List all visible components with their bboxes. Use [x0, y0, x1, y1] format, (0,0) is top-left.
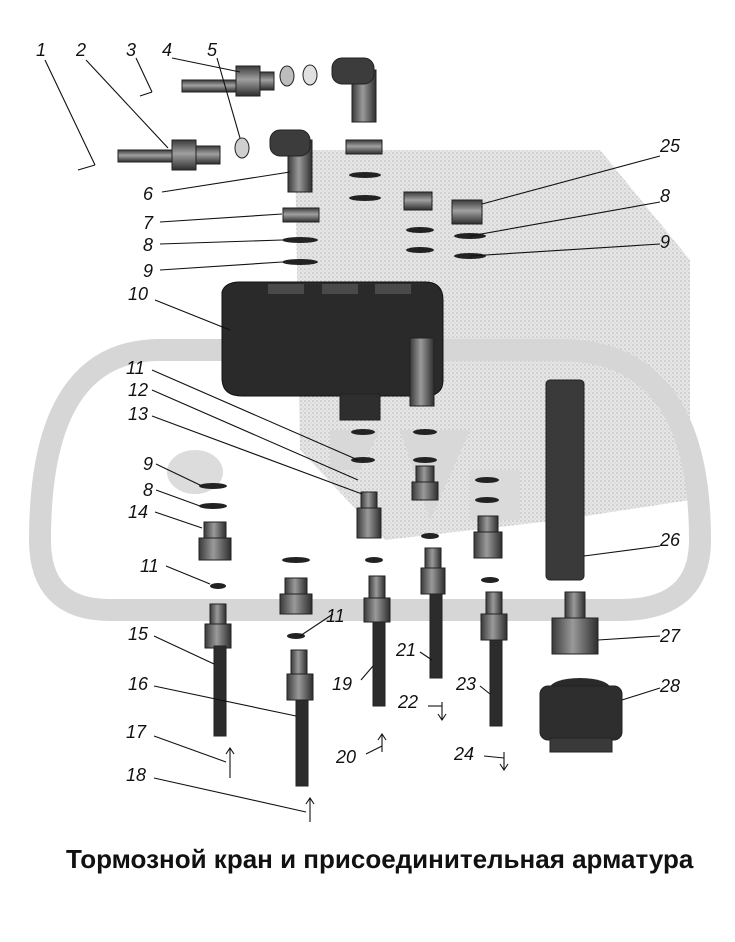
callout-19: 19 — [332, 674, 352, 694]
part-26-hose — [545, 379, 585, 581]
part-28-cap-nut — [539, 678, 623, 753]
callout-20: 20 — [335, 747, 356, 767]
background-texture — [28, 150, 712, 621]
plug-a — [403, 191, 433, 211]
part-1-tube — [117, 139, 221, 171]
lower-tubes — [204, 547, 508, 787]
callout-12: 12 — [128, 380, 148, 400]
callout-8-right: 8 — [660, 186, 670, 206]
callout-6: 6 — [143, 184, 154, 204]
callout-16: 16 — [128, 674, 149, 694]
callout-11-mid: 11 — [326, 606, 345, 626]
callout-9-lower: 9 — [143, 454, 153, 474]
part-5-washer — [234, 137, 250, 159]
callout-27: 27 — [659, 626, 681, 646]
callout-8: 8 — [143, 235, 153, 255]
part-4-tube — [181, 65, 275, 97]
o-rings — [199, 172, 499, 639]
callout-18: 18 — [126, 765, 146, 785]
callout-5: 5 — [207, 40, 218, 60]
part-7-nut — [282, 207, 320, 223]
callout-1: 1 — [36, 40, 46, 60]
nut-top-right — [345, 139, 383, 155]
callout-21: 21 — [395, 640, 416, 660]
callout-25: 25 — [659, 136, 681, 156]
parts — [117, 57, 623, 787]
lower-fittings — [198, 465, 503, 615]
washer-top-b — [302, 64, 318, 86]
part-25-plug — [451, 199, 483, 225]
callout-9-right: 9 — [660, 232, 670, 252]
callout-4: 4 — [162, 40, 172, 60]
callout-7: 7 — [143, 213, 154, 233]
callout-13: 13 — [128, 404, 148, 424]
callout-10: 10 — [128, 284, 148, 304]
callout-14: 14 — [128, 502, 148, 522]
callout-24: 24 — [453, 744, 474, 764]
callout-11: 11 — [126, 358, 145, 378]
part-6-elbow — [269, 129, 313, 193]
part-10-valve-body — [221, 281, 444, 421]
callout-2: 2 — [75, 40, 86, 60]
callout-11-lower: 11 — [140, 556, 159, 576]
callout-15: 15 — [128, 624, 149, 644]
callout-17: 17 — [126, 722, 147, 742]
callout-8-lower: 8 — [143, 480, 153, 500]
washer-top-a — [279, 65, 295, 87]
figure-caption: Тормозной кран и присоединительная армат… — [66, 844, 694, 874]
callout-26: 26 — [659, 530, 681, 550]
callout-22: 22 — [397, 692, 418, 712]
elbow-top-right — [331, 57, 377, 123]
callout-9: 9 — [143, 261, 153, 281]
leader-lines — [44, 57, 661, 822]
part-27-adapter — [551, 591, 599, 655]
callout-3: 3 — [126, 40, 136, 60]
callout-numbers: 1 2 3 4 5 6 7 8 9 10 11 12 13 9 8 14 11 … — [36, 40, 681, 785]
callout-28: 28 — [659, 676, 680, 696]
callout-23: 23 — [455, 674, 476, 694]
